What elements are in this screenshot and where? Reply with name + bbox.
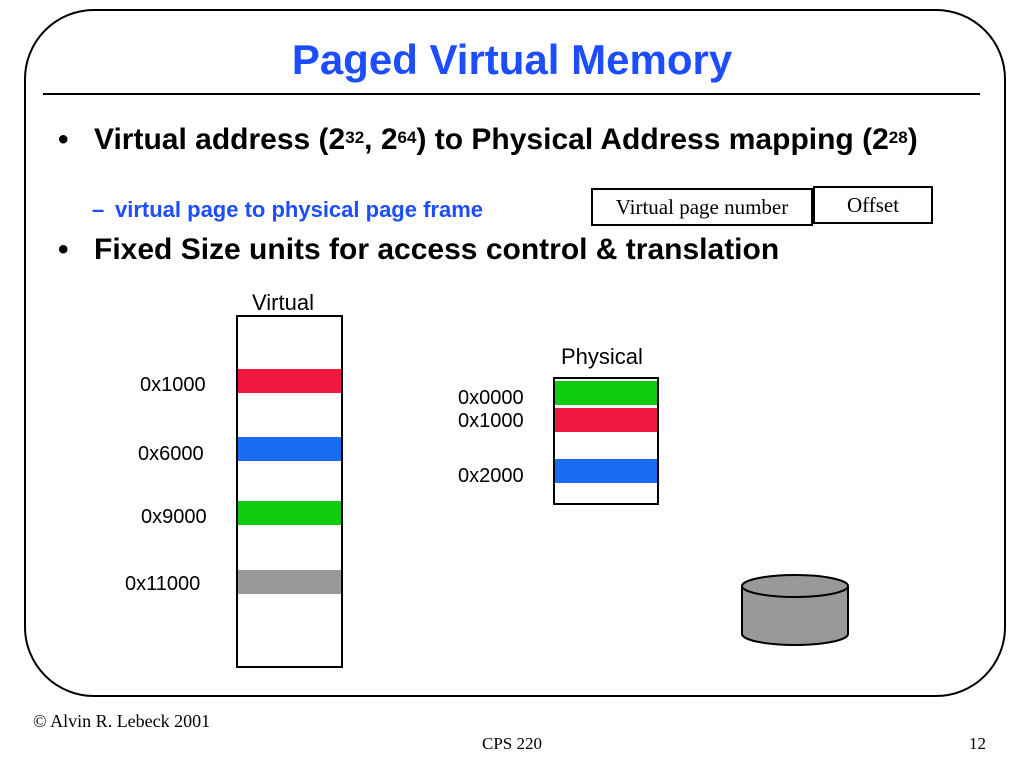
vpn-field: Virtual page number [591,188,813,226]
bullet-marker: • [58,123,69,156]
physical-address-label: 0x1000 [458,410,524,432]
bullet-text-part: ) [907,123,918,156]
bullet-exponent: 32 [345,128,365,147]
virtual-address-label: 0x9000 [141,506,207,528]
slide-number: 12 [969,734,986,753]
subbullet-marker: – [92,197,105,222]
virtual-address-label: 0x6000 [138,443,204,465]
bullet-address-mapping: • Virtual address (232, 264) to Physical… [58,123,984,157]
subbullet-text: virtual page to physical page frame [115,197,484,222]
physical-label: Physical [561,344,643,369]
footer-course: CPS 220 [482,734,542,753]
virtual-address-label: 0x11000 [125,573,201,595]
virtual-page-0x6000 [238,437,341,461]
bullet-exponent: 28 [888,128,908,147]
bullet-fixed-size: • Fixed Size units for access control & … [58,233,984,267]
virtual-memory-column [236,315,343,668]
bullet-text: Fixed Size units for access control & tr… [94,233,780,266]
physical-address-label: 0x2000 [458,465,524,487]
physical-address-label: 0x0000 [458,387,524,409]
slide-frame [24,9,1006,697]
title-divider [43,93,980,95]
physical-memory-column [553,377,659,505]
offset-field: Offset [813,186,933,224]
physical-page-0x2000 [555,459,657,483]
bullet-marker: • [58,233,69,266]
virtual-page-0x1000 [238,369,341,393]
slide-title: Paged Virtual Memory [291,36,733,83]
bullet-exponent: 64 [397,128,417,147]
bullet-text-part: , 2 [364,123,398,156]
footer-author: © Alvin R. Lebeck 2001 [33,711,211,731]
virtual-page-0x9000 [238,501,341,525]
virtual-page-0x11000 [238,570,341,594]
subbullet-page-frame: – virtual page to physical page frame [92,196,484,224]
virtual-label: Virtual [252,290,314,315]
bullet-text-part: Virtual address (2 [94,123,346,156]
physical-page-0x1000 [555,408,657,432]
disk-icon [741,574,849,646]
bullet-text-part: ) to Physical Address mapping (2 [416,123,889,156]
virtual-address-label: 0x1000 [140,374,206,396]
physical-page-0x0000 [555,381,657,405]
